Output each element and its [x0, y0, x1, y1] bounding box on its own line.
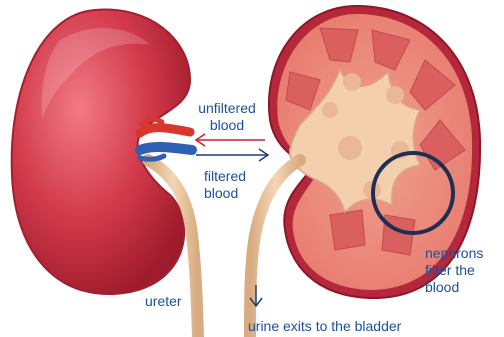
unfiltered-blood-label: unfiltered blood [192, 100, 262, 134]
filtered-blood-label: filtered blood [204, 168, 246, 202]
calyx [322, 102, 338, 118]
nephrons-label: nephrons filter the blood [425, 245, 483, 296]
renal-vein [140, 147, 192, 150]
unfiltered-arrow [196, 134, 265, 146]
calyx [386, 86, 404, 104]
calyx [338, 136, 362, 160]
ureter-label: ureter [145, 293, 182, 310]
renal-artery [140, 128, 190, 133]
calyx [343, 73, 361, 91]
urine-exit-label: urine exits to the bladder [248, 318, 401, 335]
filtered-arrow [196, 149, 268, 161]
pyramid [330, 210, 365, 250]
